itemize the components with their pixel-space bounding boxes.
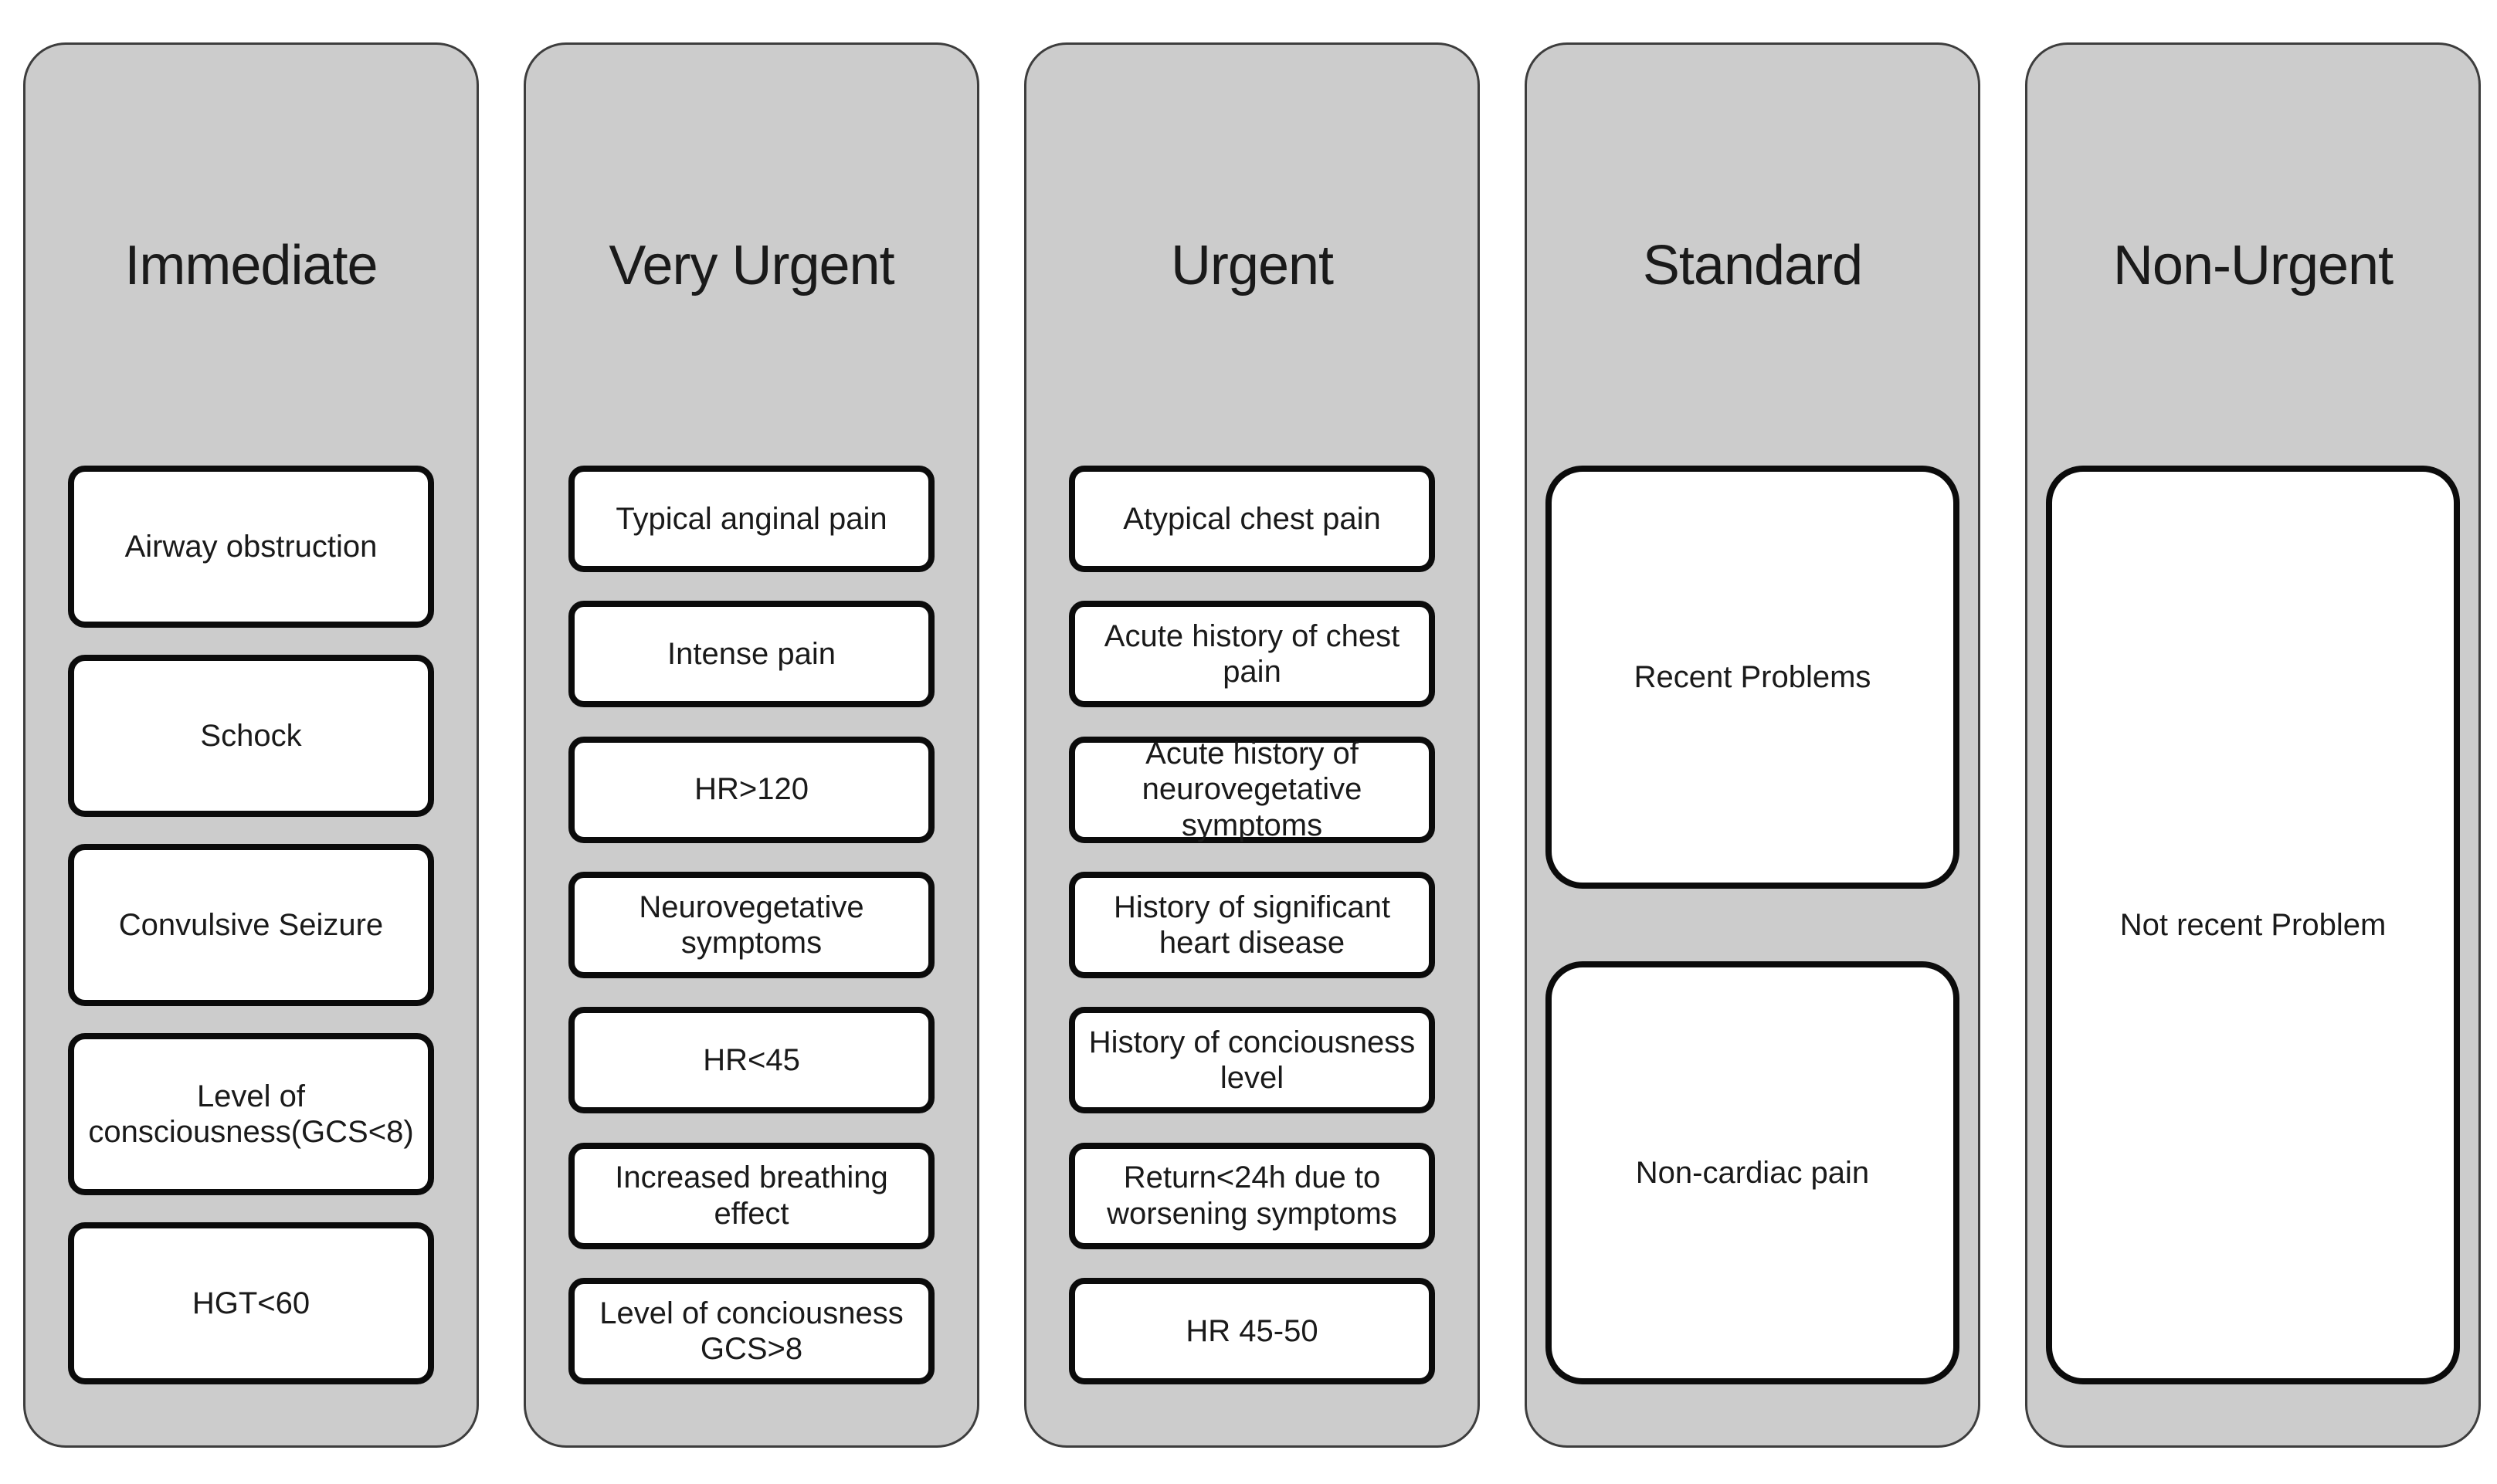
criteria-label: History of significant heart disease	[1114, 889, 1390, 960]
column-title: Very Urgent	[609, 235, 894, 296]
criteria-label: Convulsive Seizure	[118, 907, 384, 942]
column-title: Immediate	[124, 235, 378, 296]
criteria-box: Convulsive Seizure	[68, 844, 434, 1006]
criteria-box: HR 45-50	[1069, 1277, 1435, 1384]
criteria-label: Atypical chest pain	[1123, 501, 1381, 536]
column-immediate: Immediate Airway obstruction Schock Conv…	[23, 42, 479, 1448]
criteria-label: Acute history of chest pain	[1104, 618, 1400, 689]
criteria-label: Typical anginal pain	[616, 501, 887, 536]
column-standard: Standard Recent Problems Non-cardiac pai…	[1525, 42, 1980, 1448]
criteria-box: Non-cardiac pain	[1545, 961, 1959, 1384]
criteria-label: Intense pain	[667, 637, 836, 672]
criteria-label: Level of consciousness(GCS<8)	[88, 1079, 414, 1149]
column-title: Non-Urgent	[2112, 235, 2394, 296]
criteria-label: Return<24h due to worsening symptoms	[1107, 1160, 1397, 1231]
criteria-box: Typical anginal pain	[568, 466, 935, 572]
criteria-label: HR<45	[703, 1043, 800, 1078]
criteria-label: History of conciousness level	[1088, 1025, 1416, 1096]
criteria-box: History of significant heart disease	[1069, 871, 1435, 978]
criteria-label: Recent Problems	[1634, 659, 1871, 694]
criteria-box: HR>120	[568, 736, 935, 843]
criteria-box: Acute history of neurovegetative symptom…	[1069, 736, 1435, 843]
criteria-box: Level of consciousness(GCS<8)	[68, 1033, 434, 1195]
column-very-urgent: Very Urgent Typical anginal pain Intense…	[524, 42, 979, 1448]
column-title: Urgent	[1170, 235, 1334, 296]
criteria-box: Schock	[68, 655, 434, 817]
criteria-label: HR>120	[694, 772, 809, 807]
criteria-label: Non-cardiac pain	[1635, 1155, 1870, 1190]
criteria-box: Intense pain	[568, 601, 935, 708]
criteria-label: Not recent Problem	[2119, 907, 2387, 942]
criteria-box: Level of conciousness GCS>8	[568, 1277, 935, 1384]
criteria-label: HR 45-50	[1186, 1313, 1318, 1348]
criteria-box: Not recent Problem	[2046, 466, 2460, 1384]
column-non-urgent: Non-Urgent Not recent Problem	[2025, 42, 2481, 1448]
criteria-box: Increased breathing effect	[568, 1142, 935, 1249]
criteria-list: Airway obstruction Schock Convulsive Sei…	[25, 466, 477, 1384]
criteria-label: Airway obstruction	[124, 529, 378, 564]
criteria-box: HGT<60	[68, 1222, 434, 1384]
criteria-list: Atypical chest pain Acute history of che…	[1026, 466, 1478, 1384]
criteria-label: Neurovegetative symptoms	[639, 889, 864, 960]
criteria-box: Return<24h due to worsening symptoms	[1069, 1142, 1435, 1249]
column-title: Standard	[1642, 235, 1863, 296]
criteria-label: HGT<60	[192, 1286, 310, 1320]
criteria-list: Recent Problems Non-cardiac pain	[1527, 466, 1978, 1384]
criteria-label: Acute history of neurovegetative symptom…	[1142, 737, 1362, 842]
column-urgent: Urgent Atypical chest pain Acute history…	[1024, 42, 1480, 1448]
criteria-box: History of conciousness level	[1069, 1007, 1435, 1114]
criteria-box: Atypical chest pain	[1069, 466, 1435, 572]
criteria-label: Level of conciousness GCS>8	[599, 1296, 904, 1366]
criteria-box: HR<45	[568, 1007, 935, 1114]
criteria-label: Increased breathing effect	[615, 1160, 888, 1231]
criteria-list: Not recent Problem	[2027, 466, 2478, 1384]
criteria-box: Airway obstruction	[68, 466, 434, 628]
criteria-box: Acute history of chest pain	[1069, 601, 1435, 708]
criteria-box: Neurovegetative symptoms	[568, 871, 935, 978]
criteria-list: Typical anginal pain Intense pain HR>120…	[526, 466, 977, 1384]
criteria-label: Schock	[200, 718, 302, 753]
criteria-box: Recent Problems	[1545, 466, 1959, 889]
